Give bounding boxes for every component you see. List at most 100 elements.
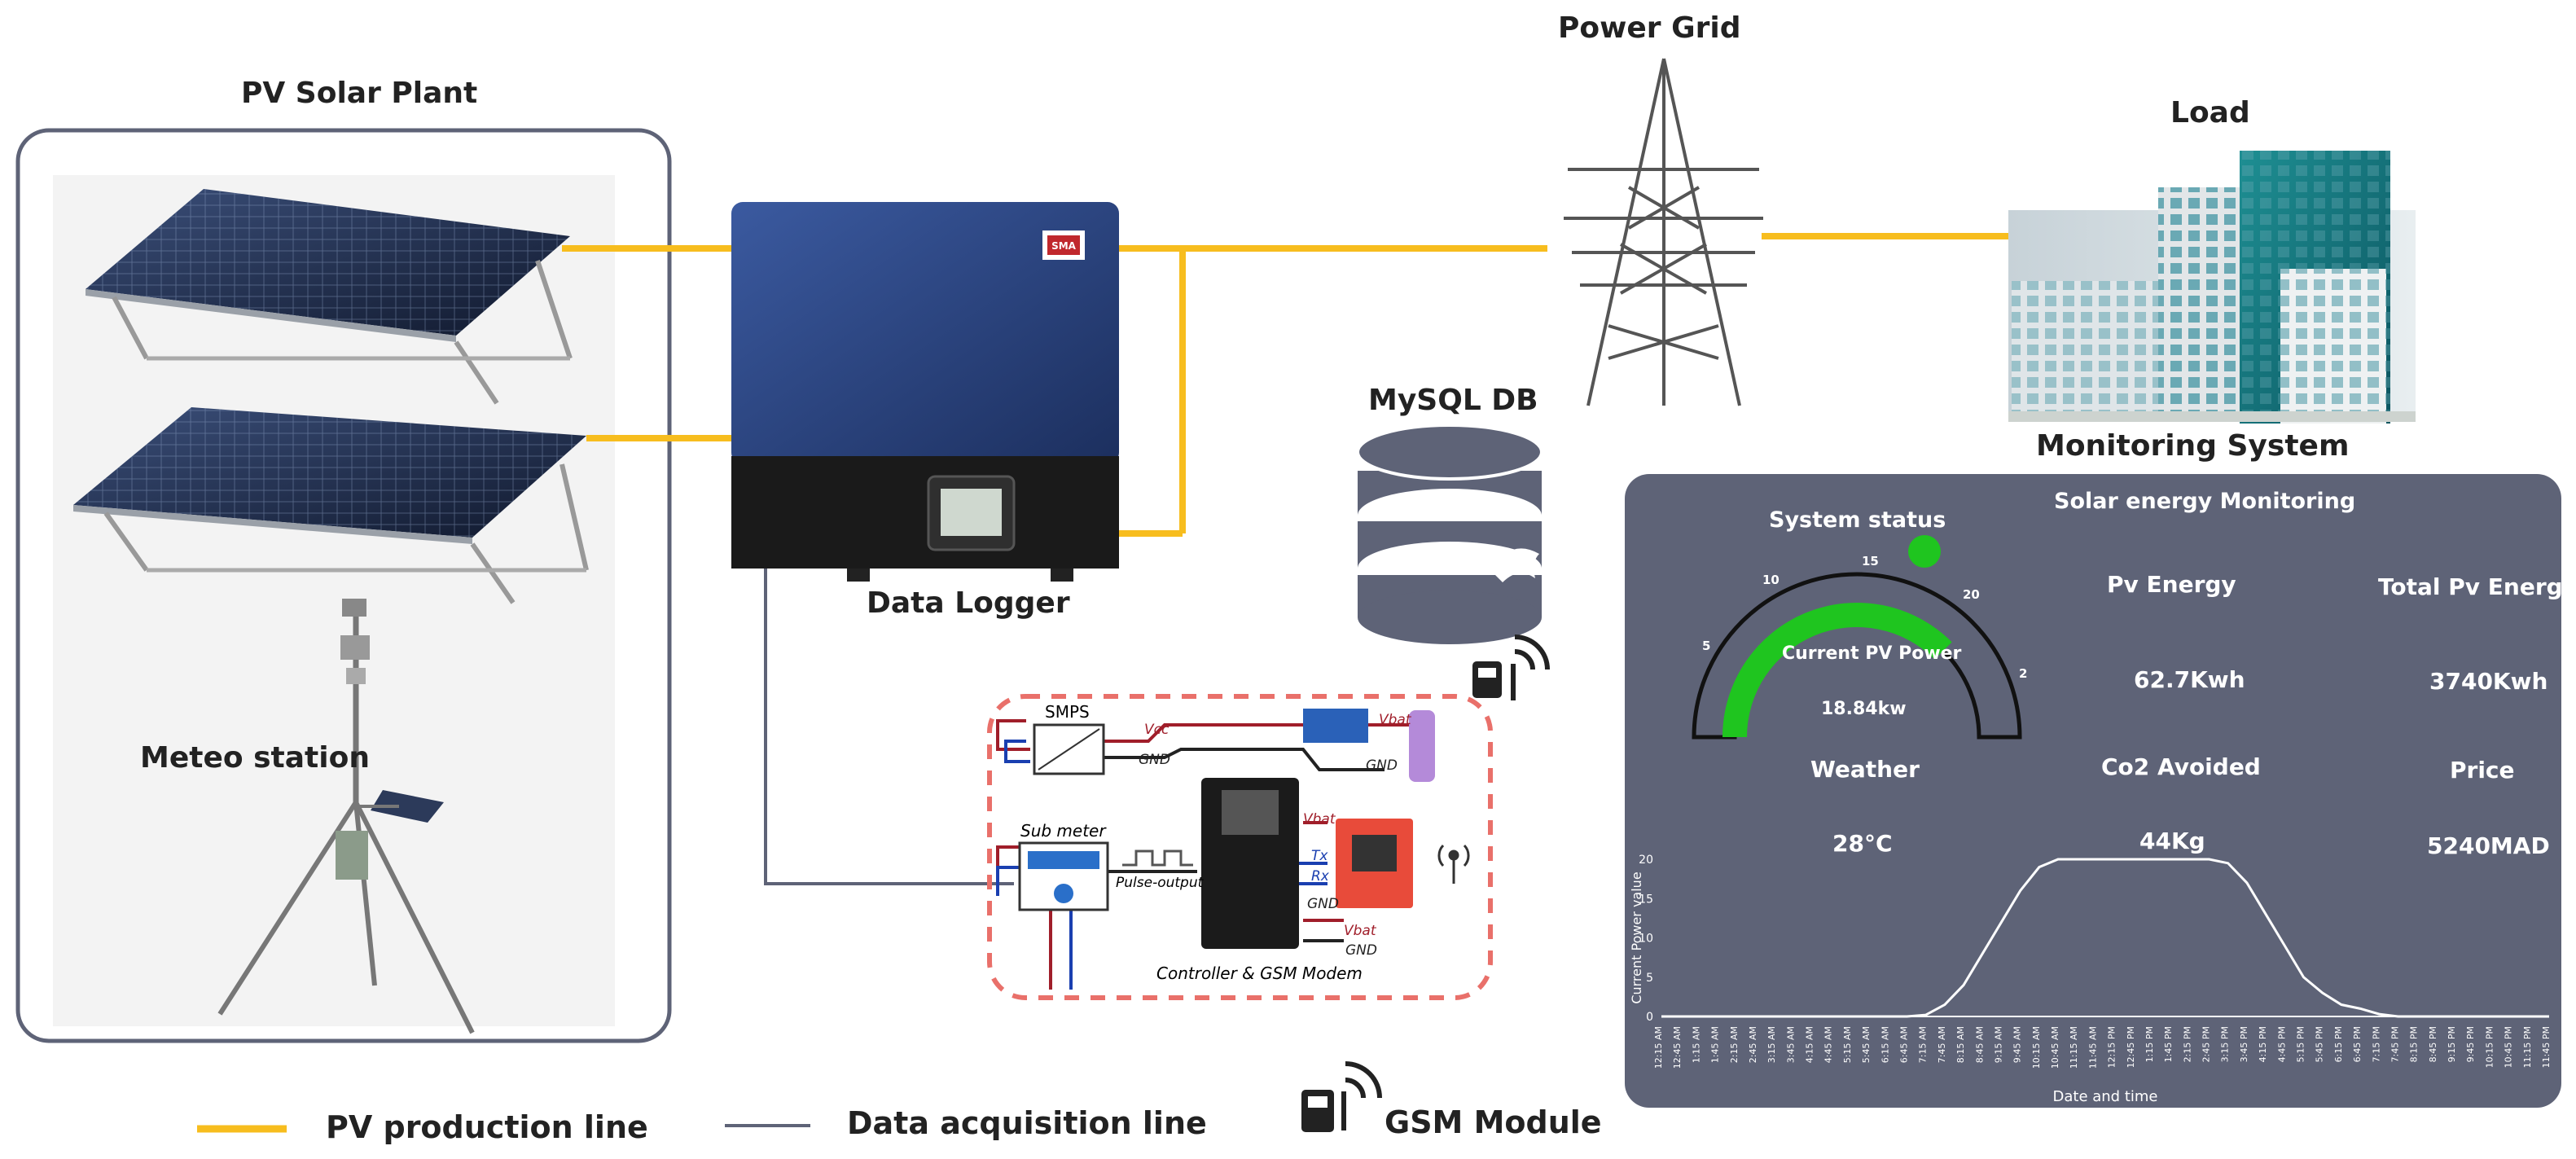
x-tick-label: 8:45 PM [2428,1026,2438,1062]
x-tick-label: 7:15 PM [2371,1026,2381,1062]
pv-plant-frame [15,128,672,1043]
x-tick-label: 1:15 PM [2144,1026,2155,1062]
gauge-tick-20: 20 [1963,587,1980,602]
x-tick-label: 6:15 AM [1880,1026,1890,1063]
x-tick-label: 11:15 AM [2069,1026,2079,1069]
gsm-module-icon [1301,1061,1382,1132]
gnd-vertical-label: GND [1307,896,1339,912]
x-tick-label: 11:45 AM [2087,1026,2098,1069]
gauge-tick-10: 10 [1762,573,1780,587]
inverter-data-logger: SMA [731,202,1119,582]
x-tick-label: 10:45 AM [2050,1026,2060,1069]
weather-label: Weather [1810,756,1920,783]
gauge-tick-5: 5 [1702,639,1711,653]
mysql-db-label: MySQL DB [1368,384,1538,417]
sub-meter-label: Sub meter [1020,821,1106,841]
vcc-label: Vcc [1144,722,1170,738]
x-tick-label: 1:15 AM [1691,1026,1701,1063]
controller-caption: Controller & GSM Modem [1156,964,1363,983]
gnd-label-1: GND [1139,752,1170,768]
gnd-label-3: GND [1345,942,1377,959]
power-series-line [1661,858,2549,1018]
co2-label: Co2 Avoided [2101,753,2261,780]
load-building [2008,151,2416,424]
x-tick-label: 3:45 PM [2239,1026,2249,1062]
controller-box [987,694,1493,1000]
y-tick-label: 20 [1639,854,1653,867]
x-tick-label: 12:15 AM [1653,1026,1664,1069]
x-tick-label: 2:15 PM [2182,1026,2192,1062]
price-value: 5240MAD [2427,832,2550,859]
x-tick-label: 8:15 PM [2409,1026,2420,1062]
gsm-icon-db [1472,634,1550,700]
solar-panel-bottom [73,407,589,604]
charger-board [1303,709,1368,743]
total-pv-energy-value: 3740Kwh [2429,668,2548,695]
total-pv-energy-label: Total Pv Energy [2378,573,2576,600]
x-tick-label: 9:45 PM [2465,1026,2476,1062]
x-tick-label: 3:45 AM [1785,1026,1796,1063]
x-tick-label: 12:45 PM [2126,1026,2136,1068]
co2-value: 44Kg [2139,828,2205,854]
x-tick-label: 1:45 PM [2163,1026,2174,1062]
x-tick-label: 9:15 PM [2447,1026,2457,1062]
system-status-label: System status [1769,507,1946,533]
x-tick-label: 4:15 PM [2258,1026,2268,1062]
pv-plant-label: PV Solar Plant [241,77,478,110]
x-tick-label: 7:45 PM [2389,1026,2400,1062]
x-tick-label: 10:15 AM [2031,1026,2042,1069]
vbat-label-3: Vbat [1344,923,1376,939]
tx-label: Tx [1311,848,1328,864]
x-tick-label: 5:15 AM [1842,1026,1853,1063]
x-tick-label: 10:45 PM [2504,1026,2514,1068]
meteo-station [217,599,475,1034]
x-tick-label: 12:15 PM [2107,1026,2117,1068]
system-status-indicator [1908,535,1941,568]
svg-text:SMA: SMA [1051,240,1077,252]
monitoring-system-label: Monitoring System [2036,429,2350,463]
power-grid-tower [1564,58,1763,406]
x-tick-label: 3:15 AM [1766,1026,1777,1063]
x-tick-label: 2:15 AM [1729,1026,1740,1063]
mysql-dolphin-icon [1490,548,1539,582]
load-label: Load [2170,96,2250,130]
weather-value: 28°C [1832,830,1893,857]
x-tick-label: 7:45 AM [1937,1026,1947,1063]
meteo-station-label: Meteo station [140,741,370,775]
pv-energy-label: Pv Energy [2107,571,2236,598]
monitor-title: Solar energy Monitoring [2054,489,2356,514]
x-tick-label: 10:15 PM [2484,1026,2495,1068]
gauge-tick-25: 2 [2019,666,2028,681]
x-tick-label: 9:15 AM [1993,1026,2003,1063]
monitoring-panel [1625,474,2561,1108]
x-tick-label: 6:45 AM [1898,1026,1909,1063]
y-tick-label: 15 [1639,893,1653,906]
x-tick-label: 8:15 AM [1955,1026,1966,1063]
power-grid-label: Power Grid [1558,11,1741,45]
rx-label: Rx [1311,868,1329,885]
smps-label: SMPS [1045,702,1090,722]
x-tick-label: 2:45 AM [1748,1026,1758,1063]
y-tick-label: 5 [1646,972,1653,985]
pulse-output-label: Pulse-output [1116,875,1204,891]
vbat-label-2: Vbat [1303,811,1336,828]
x-tick-label: 9:45 AM [2012,1026,2023,1063]
antenna-icon [1437,844,1470,884]
x-tick-label: 12:45 AM [1672,1026,1683,1069]
gauge-label: Current PV Power [1782,643,1962,664]
x-tick-label: 4:45 AM [1823,1026,1834,1063]
y-tick-label: 10 [1639,933,1653,946]
x-tick-label: 3:15 PM [2220,1026,2231,1062]
vbat-label-1: Vbat [1379,712,1411,728]
pulse-signal [1122,849,1193,867]
price-label: Price [2450,757,2515,784]
x-tick-label: 4:15 AM [1805,1026,1815,1063]
x-tick-label: 4:45 PM [2276,1026,2287,1062]
gauge-value: 18.84kw [1821,699,1907,719]
solar-panel-top [86,189,573,405]
x-tick-label: 5:15 PM [2296,1026,2306,1062]
x-tick-label: 5:45 PM [2315,1026,2325,1062]
gauge-fill [1722,603,1952,737]
